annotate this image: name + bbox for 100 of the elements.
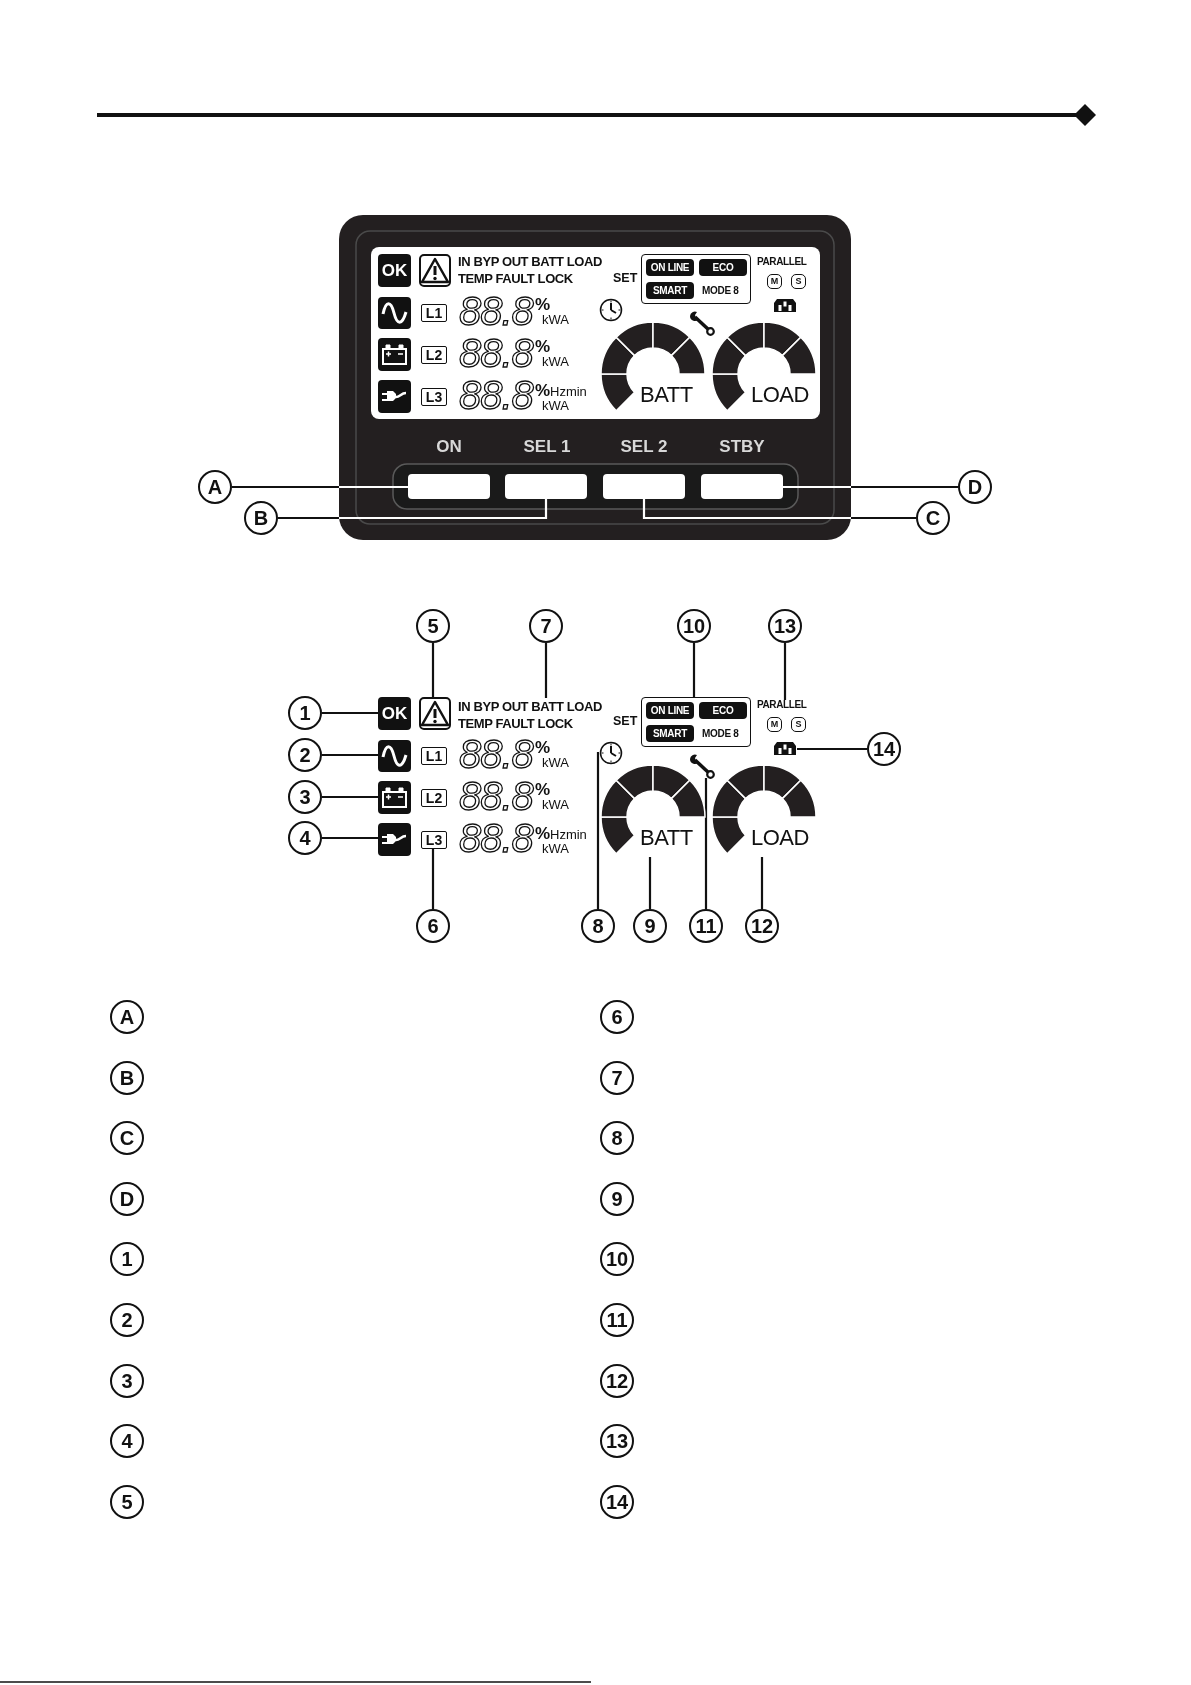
callout-marker: 14 [600,1485,634,1519]
segment-display: 88.8 [459,734,533,774]
button-caption: STBY [719,438,765,455]
ok-indicator: OK [378,697,411,730]
unit-label: % [535,739,551,756]
load-gauge: LOAD [711,322,817,414]
callout-marker: D [958,470,992,504]
clock-icon [599,741,623,765]
callout-marker: 4 [110,1424,144,1458]
button-caption: SEL 1 [523,438,571,455]
callout-marker: 6 [600,1000,634,1034]
unit-label: Hzmin [550,385,587,398]
callout-marker: 2 [288,738,322,772]
segment-display: 88.8 [459,776,533,816]
panel-button [408,474,490,499]
segment-display: 88.8 [459,333,533,373]
callout-marker: 13 [600,1424,634,1458]
mode-label: MODE 8 [702,729,739,739]
status-indicator-text: IN BYP OUT BATT LOAD TEMP FAULT LOCK [458,698,602,732]
battery-gauge: BATT [600,322,706,414]
indicator-badge: S [791,274,806,289]
callout-marker: D [110,1182,144,1216]
callout-marker: 13 [768,609,802,643]
mode-indicator: ECO [699,702,747,719]
segment-display: 88.8 [459,375,533,415]
phase-label: L1 [421,304,447,322]
leader-line [596,751,600,909]
leader-line [322,795,378,799]
leader-line [431,849,435,909]
ok-indicator: OK [378,254,411,287]
unit-label: kWA [542,355,569,368]
callout-marker: 12 [745,909,779,943]
callout-marker: C [916,501,950,535]
unit-label: kWA [542,842,569,855]
leader-line [544,643,548,698]
mode-indicator: ECO [699,259,747,276]
phase-label: L1 [421,747,447,765]
callout-marker: 14 [867,732,901,766]
leader-line [760,857,764,909]
leader-line [322,836,378,840]
callout-marker: 9 [633,909,667,943]
panel-button [603,474,685,499]
load-gauge: LOAD [711,765,817,857]
callout-marker: 3 [110,1364,144,1398]
segment-display: 88.8 [459,291,533,331]
unit-label: kWA [542,756,569,769]
unit-label: kWA [542,399,569,412]
leader-line [783,643,787,700]
unit-label: kWA [542,313,569,326]
leader-line [642,499,916,520]
leader-line [322,711,378,715]
unit-label: % [535,825,551,842]
callout-marker: C [110,1121,144,1155]
mode-indicator: SMART [646,725,694,742]
leader-line [322,753,378,757]
indicator-label: PARALLEL [757,700,807,710]
phase-label: L2 [421,789,447,807]
callout-marker: 2 [110,1303,144,1337]
callout-marker: 9 [600,1182,634,1216]
segment-display: 88.8 [459,818,533,858]
socket-icon [773,741,797,756]
phase-label: L3 [421,388,447,406]
mode-indicator: SMART [646,282,694,299]
callout-marker: 11 [689,909,723,943]
leader-line [278,499,548,520]
indicator-badge: M [767,717,782,732]
callout-marker: 7 [529,609,563,643]
callout-marker: 1 [288,696,322,730]
callout-marker: B [110,1061,144,1095]
callout-marker: A [198,470,232,504]
callout-marker: 3 [288,780,322,814]
callout-marker: 12 [600,1364,634,1398]
leader-line [692,643,696,697]
callout-marker: A [110,1000,144,1034]
unit-label: % [535,338,551,355]
callout-marker: B [244,501,278,535]
battery-gauge: BATT [600,765,706,857]
wrench-icon [689,754,715,778]
leader-line [704,778,708,909]
callout-marker: 5 [416,609,450,643]
callout-marker: 10 [677,609,711,643]
unit-label: % [535,296,551,313]
mode-label: MODE 8 [702,286,739,296]
indicator-label: SET [613,715,638,728]
unit-label: kWA [542,798,569,811]
warning-icon [419,697,451,730]
mode-panel [641,254,751,304]
callout-marker: 1 [110,1242,144,1276]
leader-line [431,643,435,697]
callout-marker: 7 [600,1061,634,1095]
panel-button [701,474,783,499]
leader-line [797,747,867,751]
leader-line [648,857,652,909]
indicator-label: SET [613,272,638,285]
callout-marker: 10 [600,1242,634,1276]
sine-wave-icon [378,740,411,772]
mode-indicator: ON LINE [646,259,694,276]
leader-line [232,485,408,489]
status-indicator-text: IN BYP OUT BATT LOAD [458,255,602,268]
plug-icon [378,823,411,856]
